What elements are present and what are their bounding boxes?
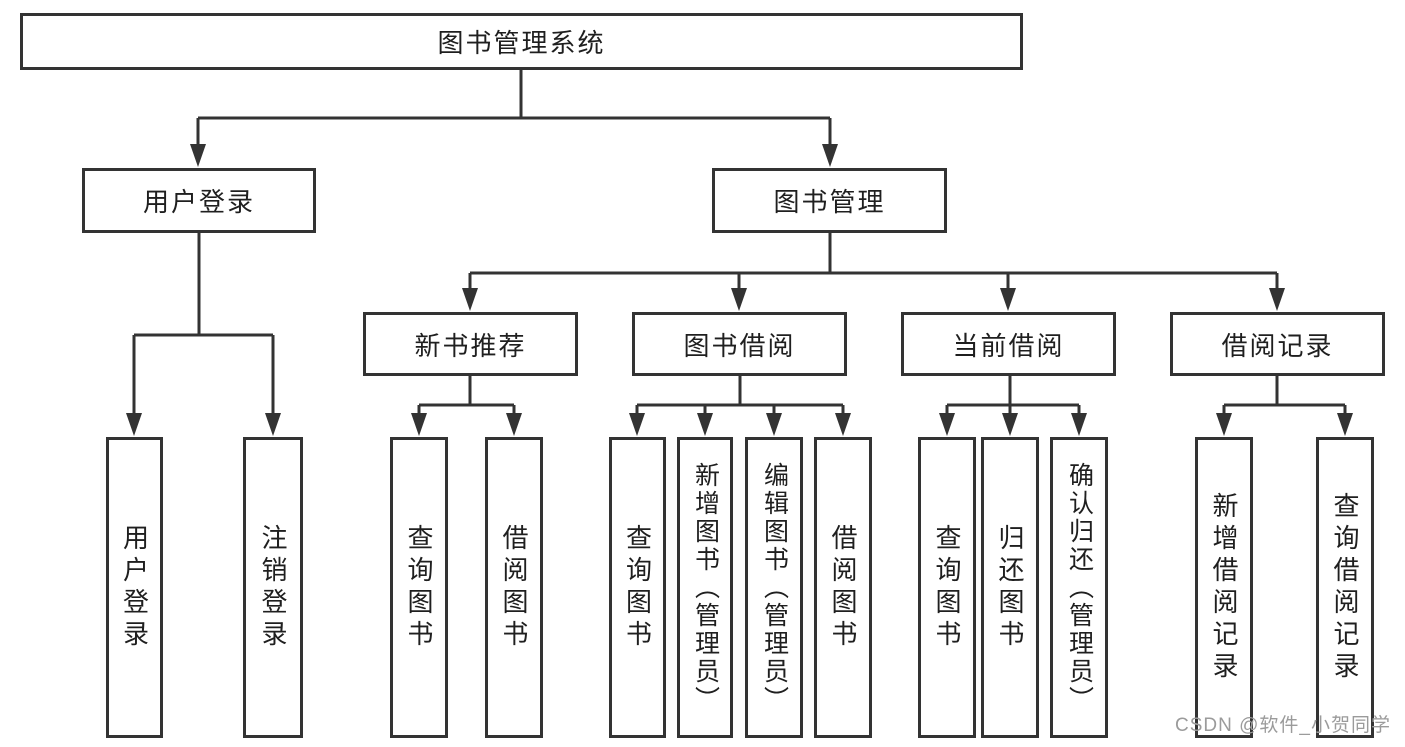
arrowhead	[731, 288, 747, 311]
arrowhead	[1000, 288, 1016, 311]
leaf-user-login-label: 用户登录	[119, 523, 150, 652]
arrowhead	[835, 413, 851, 436]
leaf-borrow-books-1-label: 借阅图书	[499, 523, 529, 652]
leaf-add-borrow-record: 新增借阅记录	[1195, 437, 1253, 738]
arrowhead	[506, 413, 522, 436]
leaf-query-books-3: 查询图书	[918, 437, 976, 738]
leaf-borrow-books-2: 借阅图书	[814, 437, 872, 738]
connector-borrow-to-leaves	[635, 373, 845, 418]
leaf-return-books: 归还图书	[981, 437, 1039, 738]
arrowhead	[1216, 413, 1232, 436]
arrowhead	[1269, 288, 1285, 311]
leaf-borrow-books-1: 借阅图书	[485, 437, 543, 738]
node-current-borrow: 当前借阅	[901, 312, 1116, 376]
connector-records-to-leaves	[1222, 373, 1347, 418]
arrowhead	[1337, 413, 1353, 436]
leaf-borrow-books-2-label: 借阅图书	[828, 523, 858, 652]
node-book-management: 图书管理	[712, 168, 947, 233]
leaf-query-books-1-label: 查询图书	[404, 523, 434, 652]
arrowhead	[697, 413, 713, 436]
node-new-book-recommend: 新书推荐	[363, 312, 578, 376]
leaf-user-login: 用户登录	[106, 437, 163, 738]
node-library-management-system: 图书管理系统	[20, 13, 1023, 70]
connector-current-to-leaves	[945, 373, 1081, 418]
arrowhead	[1071, 413, 1087, 436]
arrowhead	[265, 413, 281, 436]
leaf-logout-label: 注销登录	[258, 523, 288, 652]
leaf-confirm-return-admin: 确认归还（管理员）	[1050, 437, 1108, 738]
leaf-logout: 注销登录	[243, 437, 303, 738]
connector-root-to-level2	[196, 67, 832, 146]
leaf-add-borrow-record-label: 新增借阅记录	[1209, 491, 1239, 684]
arrowhead	[629, 413, 645, 436]
connector-newbooks-to-leaves	[417, 373, 516, 418]
leaf-query-books-1: 查询图书	[390, 437, 448, 738]
leaf-query-books-3-label: 查询图书	[932, 523, 962, 652]
arrowhead	[462, 288, 478, 311]
arrowhead	[190, 144, 206, 167]
connector-userlogin-to-leaves	[132, 230, 275, 418]
leaf-add-books-admin: 新增图书（管理员）	[677, 437, 733, 738]
arrowhead	[939, 413, 955, 436]
arrowhead	[126, 413, 142, 436]
connector-bookmgmt-to-level3	[468, 230, 1279, 290]
leaf-query-books-2: 查询图书	[609, 437, 666, 738]
leaf-add-books-admin-label: 新增图书（管理员）	[691, 461, 720, 714]
leaf-confirm-return-admin-label: 确认归还（管理员）	[1065, 461, 1094, 714]
leaf-query-borrow-record-label: 查询借阅记录	[1330, 491, 1360, 684]
arrowhead	[411, 413, 427, 436]
leaf-edit-books-admin-label: 编辑图书（管理员）	[760, 461, 789, 714]
leaf-query-borrow-record: 查询借阅记录	[1316, 437, 1374, 738]
node-borrow-records: 借阅记录	[1170, 312, 1385, 376]
arrowhead	[1002, 413, 1018, 436]
arrowhead	[822, 144, 838, 167]
leaf-return-books-label: 归还图书	[995, 523, 1025, 652]
csdn-watermark: CSDN @软件_小贺同学	[1175, 715, 1391, 736]
node-book-borrow: 图书借阅	[632, 312, 847, 376]
arrowhead	[766, 413, 782, 436]
leaf-edit-books-admin: 编辑图书（管理员）	[745, 437, 803, 738]
node-user-login: 用户登录	[82, 168, 316, 233]
leaf-query-books-2-label: 查询图书	[622, 523, 653, 652]
